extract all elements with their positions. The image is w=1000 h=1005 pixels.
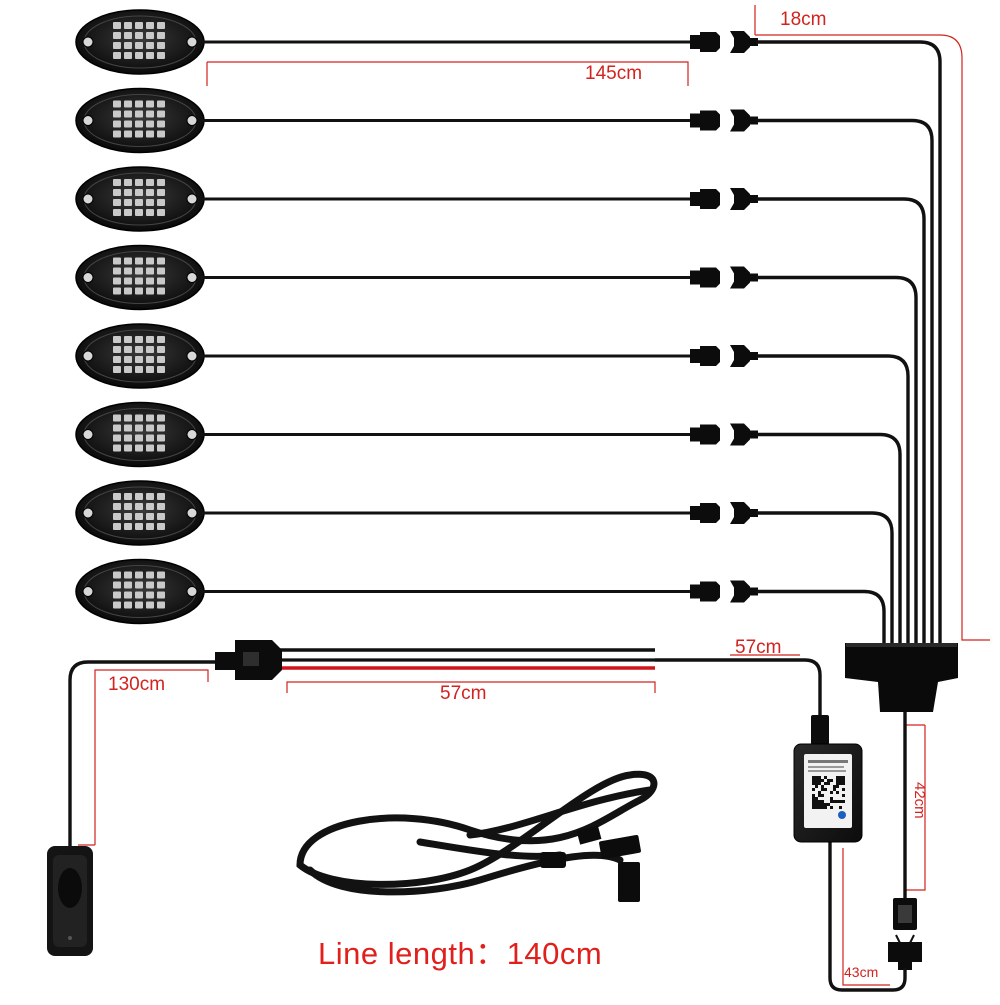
connector-pair (690, 580, 758, 603)
led-array (113, 257, 165, 295)
led-array (113, 493, 165, 530)
light-pod (75, 401, 758, 468)
splitter-hub (845, 643, 958, 712)
bluetooth-icon (838, 811, 846, 819)
connector-pair (690, 502, 758, 524)
branch-run (756, 432, 902, 645)
bluetooth-controller (793, 743, 863, 843)
branch-run (756, 275, 918, 645)
coiled-cable-connectors (540, 825, 641, 902)
power-lead (68, 640, 655, 845)
light-pod (75, 558, 758, 625)
line-length-caption: Line length：140cm (318, 928, 602, 973)
dim-controller-lead-label: 57cm (735, 637, 782, 658)
light-pod (75, 166, 758, 232)
light-pod (75, 323, 758, 389)
connector-pair (690, 345, 758, 367)
dimension-lines (78, 5, 990, 986)
controller-cables (655, 658, 907, 992)
led-array (113, 571, 165, 609)
connector-pair (690, 188, 758, 210)
connector-pair (690, 423, 758, 446)
bottom-connector (888, 898, 922, 970)
branch-cables (756, 40, 942, 645)
caption-value: 140cm (506, 936, 603, 971)
branch-run (756, 354, 910, 645)
dim-branch-spacing-label: 18cm (780, 9, 827, 30)
led-array (113, 336, 165, 373)
led-array (113, 100, 165, 138)
light-pod (75, 9, 758, 75)
dim-power-lead-label: 57cm (440, 683, 487, 704)
rocker-switch (47, 845, 93, 956)
dim-pod-cable-label: 145cm (585, 63, 643, 84)
caption-label: Line length： (318, 936, 507, 971)
branch-run (756, 118, 934, 645)
dim-controller-connector-label: 43cm (844, 964, 879, 980)
dim-hub-connector-label: 42cm (911, 782, 928, 819)
controller-top-plug (811, 715, 829, 745)
branch-run (756, 197, 926, 645)
led-array (113, 414, 165, 452)
light-pods (75, 9, 758, 625)
connector-pair (690, 109, 758, 132)
light-pod (75, 480, 758, 546)
connector-pair (690, 31, 758, 53)
branch-run (756, 511, 894, 645)
coiled-cable-image (296, 770, 658, 896)
led-array (113, 22, 165, 59)
branch-run (756, 40, 942, 645)
qr-code-icon (812, 776, 845, 809)
light-pod (75, 244, 758, 311)
branch-run (756, 589, 886, 645)
light-pod (75, 87, 758, 154)
connector-pair (690, 266, 758, 289)
led-array (113, 179, 165, 216)
dim-switch-lead-label: 130cm (108, 674, 166, 695)
